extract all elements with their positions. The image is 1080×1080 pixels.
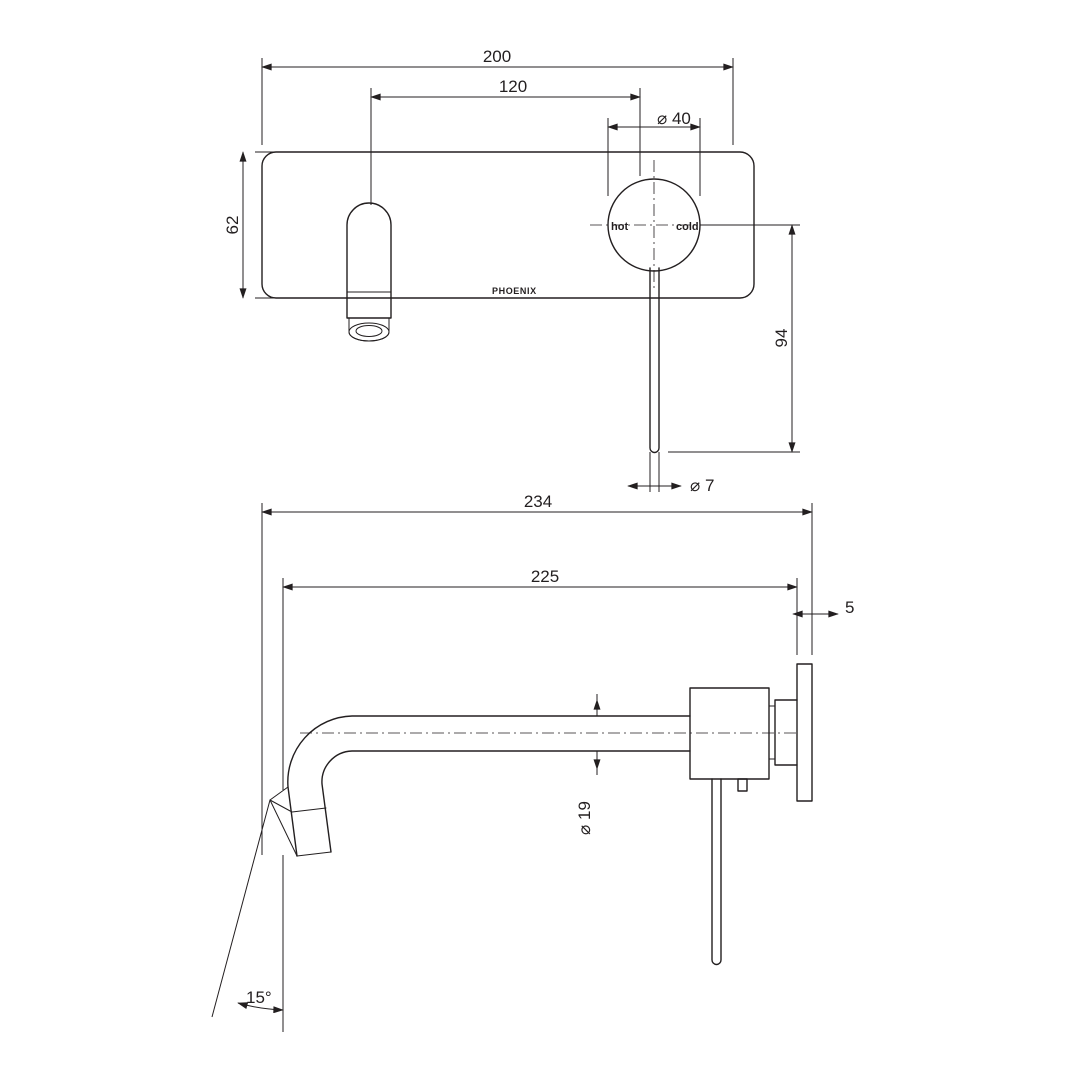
- dim-overall-projection: 234: [261, 492, 813, 855]
- dim-15deg-label: 15°: [246, 988, 272, 1007]
- dim-spout-projection: 225: [282, 567, 798, 790]
- dim-plate-height: 62: [223, 151, 300, 299]
- dim-lever-length: 94: [668, 224, 800, 453]
- dim-spout-diameter: ⌀ 19: [575, 694, 601, 835]
- dim-spout-angle: 15°: [211, 799, 284, 1032]
- dim-handle-diameter: ⌀ 40: [607, 109, 701, 196]
- dim-200-label: 200: [483, 47, 511, 66]
- dim-62-label: 62: [223, 216, 242, 235]
- dim-spout-to-handle: 120: [370, 77, 641, 205]
- plate-boss: [774, 699, 798, 766]
- dim-d19-label: ⌀ 19: [575, 801, 594, 835]
- plate-boss-inner: [768, 705, 776, 760]
- cold-label: cold: [676, 221, 699, 233]
- dim-234-label: 234: [524, 492, 552, 511]
- dim-d7-label: ⌀ 7: [690, 476, 714, 495]
- brand-label: PHOENIX: [492, 286, 537, 296]
- front-view-group: PHOENIX hot cold 200 120: [223, 47, 800, 495]
- body-nub: [737, 778, 748, 792]
- handle-lever-side: [711, 778, 722, 966]
- dim-d40-label: ⌀ 40: [657, 109, 691, 128]
- dim-lever-diameter: ⌀ 7: [627, 452, 714, 495]
- handle-lever: [649, 267, 660, 454]
- wall-plate-side: [796, 663, 813, 802]
- spout-side: [269, 715, 691, 857]
- side-view-group: 234 225 5 ⌀ 19: [211, 492, 854, 1032]
- dim-plate-depth: 5: [792, 598, 854, 655]
- dim-94-label: 94: [772, 329, 791, 348]
- dim-plate-width: 200: [261, 47, 734, 145]
- hot-label: hot: [611, 221, 628, 233]
- spout-front: [346, 202, 392, 342]
- dim-120-label: 120: [499, 77, 527, 96]
- dim-5-label: 5: [845, 598, 854, 617]
- dim-225-label: 225: [531, 567, 559, 586]
- mixer-body-side: [689, 687, 770, 780]
